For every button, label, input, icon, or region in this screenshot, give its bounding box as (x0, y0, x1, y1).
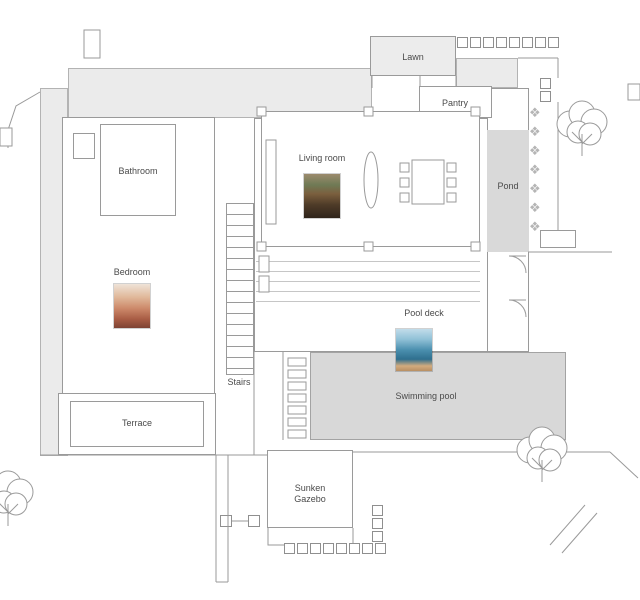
terrace-label: Terrace (121, 418, 153, 428)
lawn-label: Lawn (402, 52, 424, 62)
pond-area (487, 130, 529, 252)
plant-icon: ❖ (529, 219, 541, 234)
top-right-patio-area (456, 58, 518, 88)
chimney (83, 29, 101, 59)
stairs-label: Stairs (227, 377, 251, 387)
swimming-pool-label: Swimming pool (395, 391, 457, 401)
sunken-gazebo-label: Sunken Gazebo (294, 482, 326, 504)
tree-icon (556, 100, 608, 156)
closet-area (73, 133, 95, 159)
edge-mark-left (0, 127, 13, 147)
staircase (226, 203, 254, 375)
garden-bench (540, 230, 576, 248)
deck-steps (256, 252, 480, 302)
paver-row-bottom (284, 543, 386, 554)
living-room-area (261, 111, 480, 247)
tree-icon (0, 470, 34, 526)
bedroom-label: Bedroom (113, 267, 151, 277)
living-room-label: Living room (298, 153, 346, 163)
plant-icon: ❖ (529, 124, 541, 139)
plant-icon: ❖ (529, 105, 541, 120)
gate-post-left (220, 515, 232, 527)
living-room-photo[interactable] (304, 174, 340, 218)
bathroom-label: Bathroom (118, 166, 158, 176)
pantry-label: Pantry (441, 98, 469, 108)
bedroom-photo[interactable] (114, 284, 150, 328)
gate-post-right (248, 515, 260, 527)
plant-icon: ❖ (529, 181, 541, 196)
edge-mark-right (627, 83, 640, 101)
pool-deck-label: Pool deck (404, 308, 444, 318)
plant-bed: ❖ ❖ ❖ ❖ ❖ ❖ ❖ (529, 106, 541, 233)
paver-col-bottom (372, 505, 383, 542)
plant-icon: ❖ (529, 200, 541, 215)
plant-icon: ❖ (529, 162, 541, 177)
plant-icon: ❖ (529, 143, 541, 158)
paver-pair-right (540, 78, 551, 102)
pool-steps (287, 357, 307, 439)
paver-row-top (457, 37, 559, 48)
pond-label: Pond (497, 181, 519, 191)
pool-deck-photo[interactable] (396, 329, 432, 371)
